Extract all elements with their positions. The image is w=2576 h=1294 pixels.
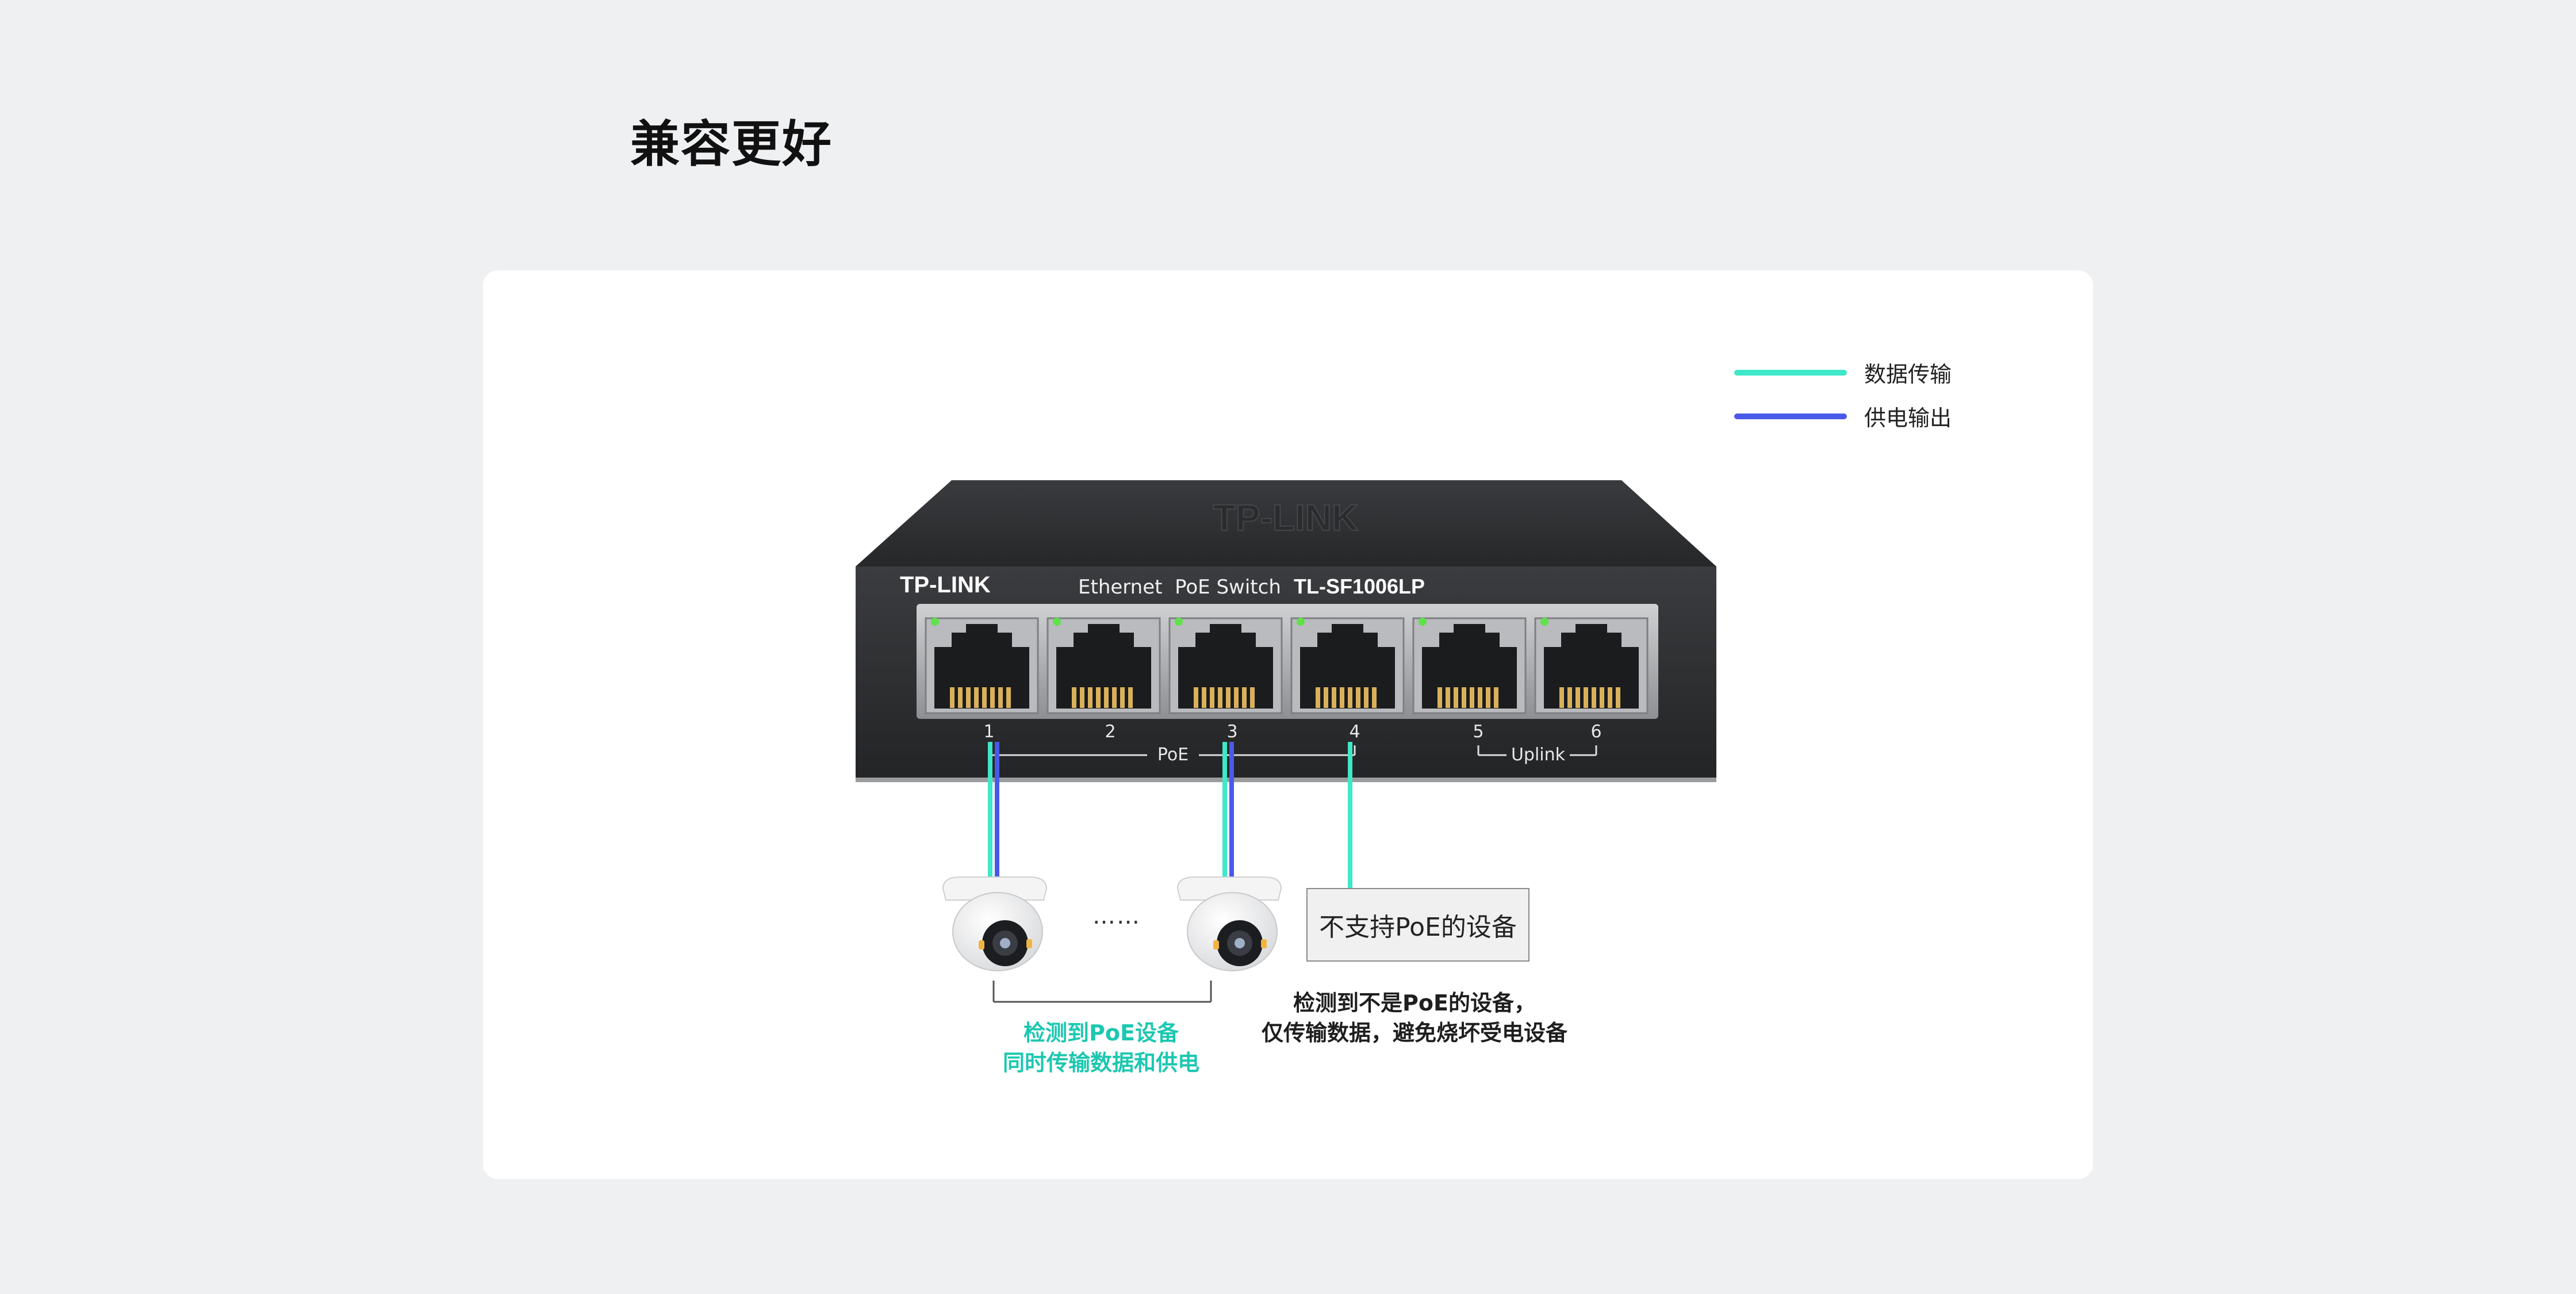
- non-poe-device-box: 不支持PoE的设备: [1306, 888, 1529, 962]
- port-group: [925, 617, 1649, 714]
- non-poe-device-label: 不支持PoE的设备: [1319, 913, 1517, 942]
- poe-caption-line2: 同时传输数据和供电: [1002, 1050, 1199, 1075]
- legend-swatch-data: [1734, 369, 1847, 376]
- port-led-2: [1053, 618, 1061, 626]
- ethernet-port-3: [1168, 617, 1283, 714]
- more-devices-ellipsis: ……: [1092, 903, 1141, 929]
- port-led-5: [1419, 618, 1427, 626]
- switch-top-panel: [856, 480, 1716, 566]
- port-led-3: [1175, 618, 1183, 626]
- non-poe-caption-line2: 仅传输数据，避免烧坏受电设备: [1261, 1020, 1567, 1046]
- non-poe-caption-line1: 检测到不是PoE的设备，: [1293, 990, 1536, 1016]
- switch-brand-logo: TP-LINK: [900, 572, 991, 598]
- ethernet-port-2: [1046, 617, 1161, 714]
- poe-group-label: PoE: [1157, 745, 1189, 765]
- legend-label-data: 数据传输: [1864, 362, 1952, 387]
- port-led-1: [931, 618, 939, 626]
- switch-model: TL-SF1006LP: [1294, 575, 1425, 598]
- ethernet-port-4: [1290, 617, 1405, 714]
- ethernet-port-6: [1534, 617, 1649, 714]
- poe-camera-2: [1176, 876, 1282, 971]
- port-led-6: [1540, 618, 1548, 626]
- legend-swatch-power: [1734, 413, 1847, 419]
- legend-item-power: 供电输出: [1734, 400, 1952, 432]
- port-number-1: 1: [983, 722, 994, 742]
- port-led-4: [1297, 618, 1305, 626]
- switch-top-emboss: TP-LINK: [1213, 497, 1358, 538]
- port-number-2: 2: [1105, 722, 1116, 742]
- camera-group-bracket: [992, 981, 1212, 1003]
- switch-product-name: Ethernet PoE Switch: [1078, 576, 1281, 599]
- poe-caption-line1: 检测到PoE设备: [1023, 1020, 1179, 1046]
- legend-item-data: 数据传输: [1734, 357, 1952, 388]
- uplink-bracket: [1477, 745, 1597, 756]
- port-number-6: 6: [1590, 722, 1601, 742]
- legend-label-power: 供电输出: [1864, 405, 1952, 431]
- uplink-group-label: Uplink: [1511, 745, 1566, 765]
- ethernet-port-5: [1412, 617, 1527, 714]
- ethernet-port-1: [925, 617, 1039, 714]
- poe-camera-1: [942, 876, 1048, 971]
- port-number-4: 4: [1349, 722, 1360, 742]
- switch-shadow: [856, 778, 1716, 782]
- page-title: 兼容更好: [630, 116, 833, 173]
- port-number-5: 5: [1473, 722, 1483, 742]
- port-number-3: 3: [1226, 722, 1237, 742]
